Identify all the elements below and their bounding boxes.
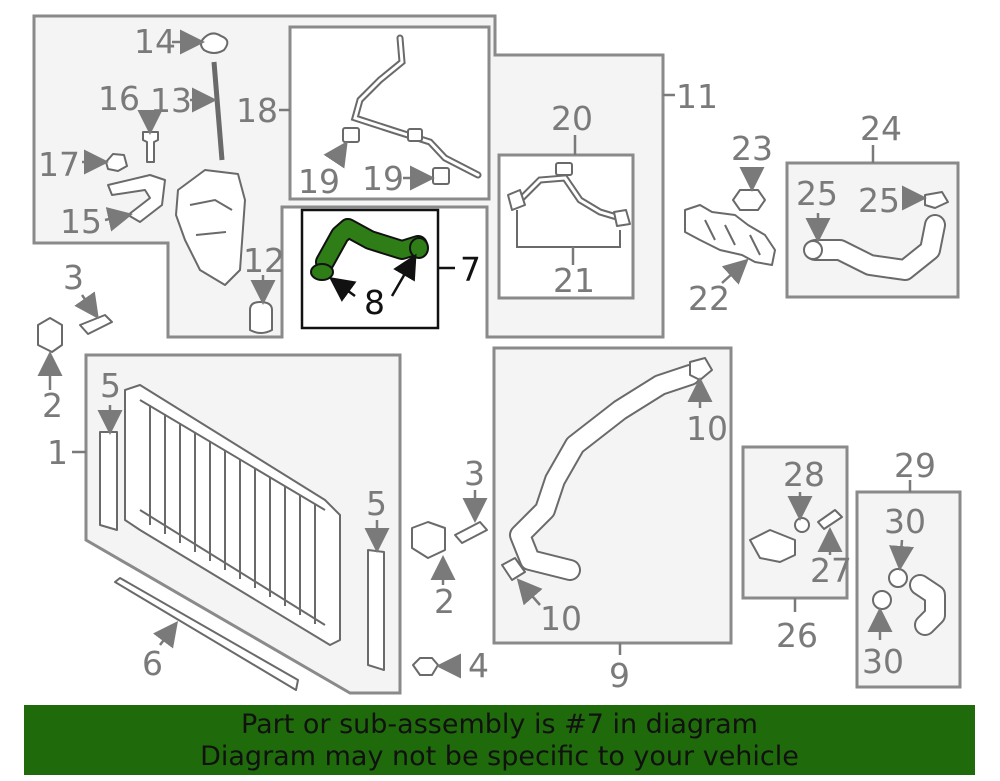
callout-5a: 5 <box>100 366 121 405</box>
nut-4-part <box>412 657 439 676</box>
callout-1: 1 <box>47 433 68 472</box>
callout-15: 15 <box>60 202 102 241</box>
callout-29: 29 <box>894 446 936 485</box>
callout-18: 18 <box>236 91 278 130</box>
callout-17: 17 <box>38 145 80 184</box>
callout-10b: 10 <box>540 599 582 638</box>
clamp-30b-part <box>872 590 892 610</box>
callout-11: 11 <box>676 77 718 116</box>
clamp-30a-part <box>888 568 908 588</box>
sensor-26-part <box>749 529 796 563</box>
callout-13: 13 <box>150 81 192 120</box>
bolt-3a-part <box>79 314 113 335</box>
callout-3b: 3 <box>464 454 485 493</box>
hose-9-frame <box>492 346 733 645</box>
hose-18-subframe <box>288 25 491 201</box>
callout-16: 16 <box>98 79 140 118</box>
callout-23: 23 <box>731 129 773 168</box>
callout-7: 7 <box>460 250 481 289</box>
callout-19b: 19 <box>362 159 404 198</box>
strip-6-part <box>114 577 299 691</box>
callout-21: 21 <box>553 261 595 300</box>
callout-30b: 30 <box>862 642 904 681</box>
radiator-core-part <box>124 384 341 646</box>
banner-line-2: Diagram may not be specific to your vehi… <box>200 741 799 772</box>
bracket-2b-part <box>411 521 446 559</box>
callout-25a: 25 <box>796 174 838 213</box>
hose-29-frame <box>855 490 962 689</box>
callout-6: 6 <box>142 644 163 683</box>
cap-23-part <box>732 189 766 211</box>
bracket-2a-part <box>37 317 63 353</box>
notice-banner: Part or sub-assembly is #7 in diagram Di… <box>24 705 975 775</box>
clamp-10b-part <box>501 557 526 581</box>
clamp-10a-part <box>689 357 713 381</box>
callout-27: 27 <box>810 551 852 590</box>
callout-19a: 19 <box>298 162 340 201</box>
callout-4: 4 <box>468 646 489 685</box>
seal-5a-part <box>99 431 118 531</box>
callout-2b: 2 <box>434 582 455 621</box>
callout-22: 22 <box>688 279 730 318</box>
reservoir-tank-part <box>175 169 246 286</box>
callout-30a: 30 <box>884 502 926 541</box>
mount-12-part <box>249 301 273 334</box>
hose-7-fill <box>317 220 426 270</box>
callout-14: 14 <box>134 22 176 61</box>
callout-28: 28 <box>783 455 825 494</box>
callout-10a: 10 <box>686 409 728 448</box>
callout-25b: 25 <box>858 181 900 220</box>
clip-19b-part <box>432 167 450 185</box>
reservoir-cap-part <box>200 32 229 54</box>
callout-24: 24 <box>860 109 902 148</box>
level-rod-part <box>211 61 225 161</box>
clamp-8b-part <box>409 237 429 259</box>
clamp-21b-part <box>613 209 631 227</box>
clamp-21a-part <box>507 189 526 211</box>
washer-28-part <box>794 517 810 533</box>
callout-5b: 5 <box>366 484 387 523</box>
hose-20-connector <box>555 162 573 176</box>
banner-line-1: Part or sub-assembly is #7 in diagram <box>241 709 758 740</box>
callout-9: 9 <box>609 656 630 695</box>
callout-8: 8 <box>364 283 385 322</box>
clip-19a-part <box>342 127 360 143</box>
seal-5b-part <box>367 549 385 671</box>
bracket-15-part <box>107 174 166 223</box>
bolt-27-part <box>817 509 843 530</box>
callout-26: 26 <box>776 616 818 655</box>
callout-3a: 3 <box>63 258 84 297</box>
callout-12: 12 <box>243 241 285 280</box>
callout-2a: 2 <box>42 386 63 425</box>
clamp-8a-part <box>310 263 334 281</box>
bolt-3b-part <box>454 521 488 544</box>
callout-20: 20 <box>551 99 593 138</box>
clamp-25a-part <box>803 240 823 260</box>
